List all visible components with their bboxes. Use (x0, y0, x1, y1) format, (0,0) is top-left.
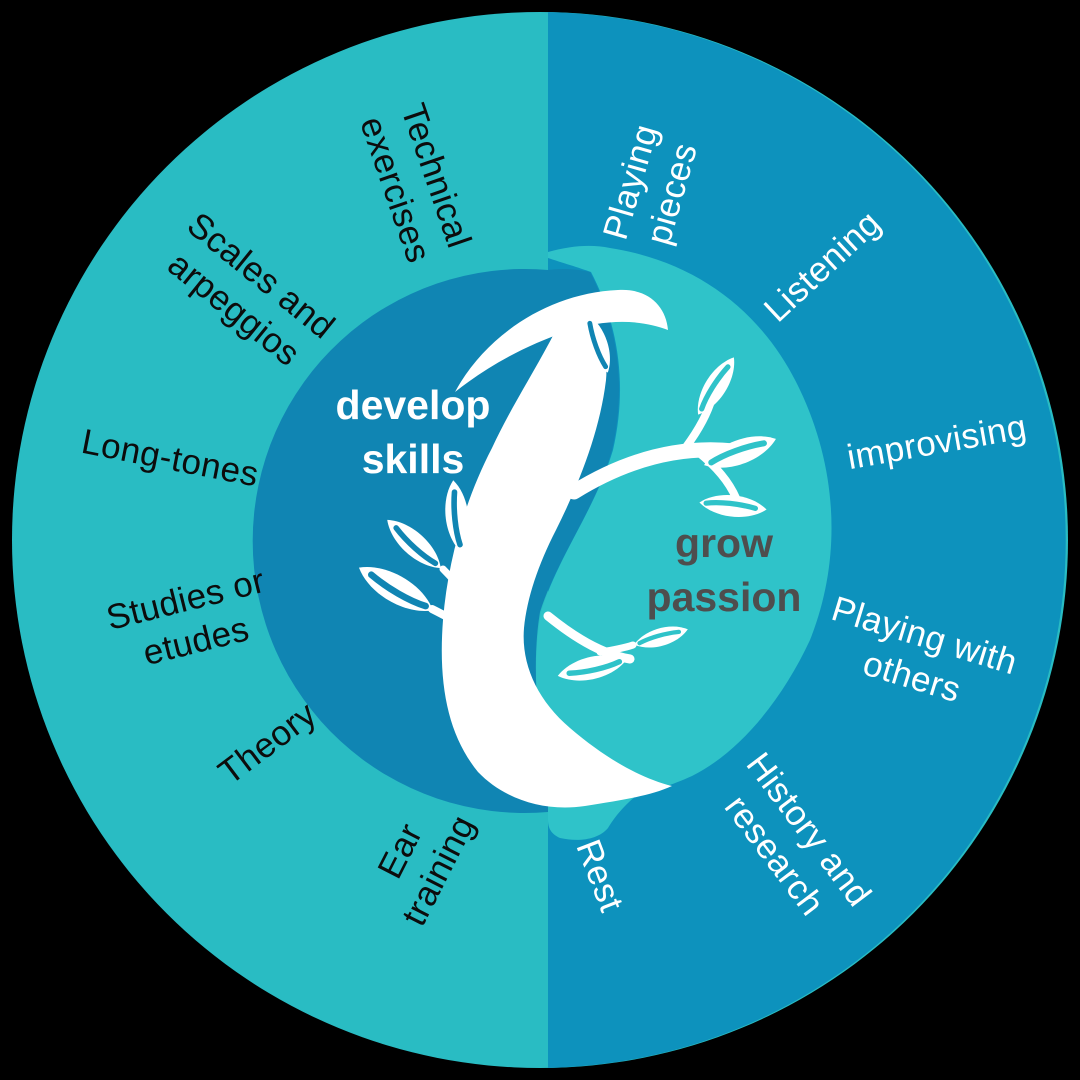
title-develop-skills: develop skills (335, 381, 491, 482)
tree-crescent (455, 289, 668, 392)
leaf-icon (699, 495, 767, 517)
leaf-icon (634, 626, 688, 648)
branch-left-up (457, 550, 471, 595)
leaf-icon (557, 655, 627, 681)
leaf-icon (697, 357, 735, 415)
branch-left-low (428, 605, 472, 632)
branch-lower-twig (694, 448, 740, 502)
tree-icon (358, 289, 776, 808)
branch-right (566, 442, 742, 500)
branch-bowl (543, 611, 635, 664)
leaf-icon (358, 566, 434, 612)
branch-bowl-twig (596, 641, 637, 656)
tree-trunk (441, 300, 672, 808)
title-grow-passion: grow passion (646, 519, 802, 620)
leaf-icon (584, 313, 610, 373)
leaf-icon (704, 436, 776, 468)
branch-left-mid (439, 565, 474, 604)
leaf-icon (445, 480, 469, 552)
inner-circle-right-half (536, 245, 832, 840)
leaf-icon (387, 519, 441, 569)
